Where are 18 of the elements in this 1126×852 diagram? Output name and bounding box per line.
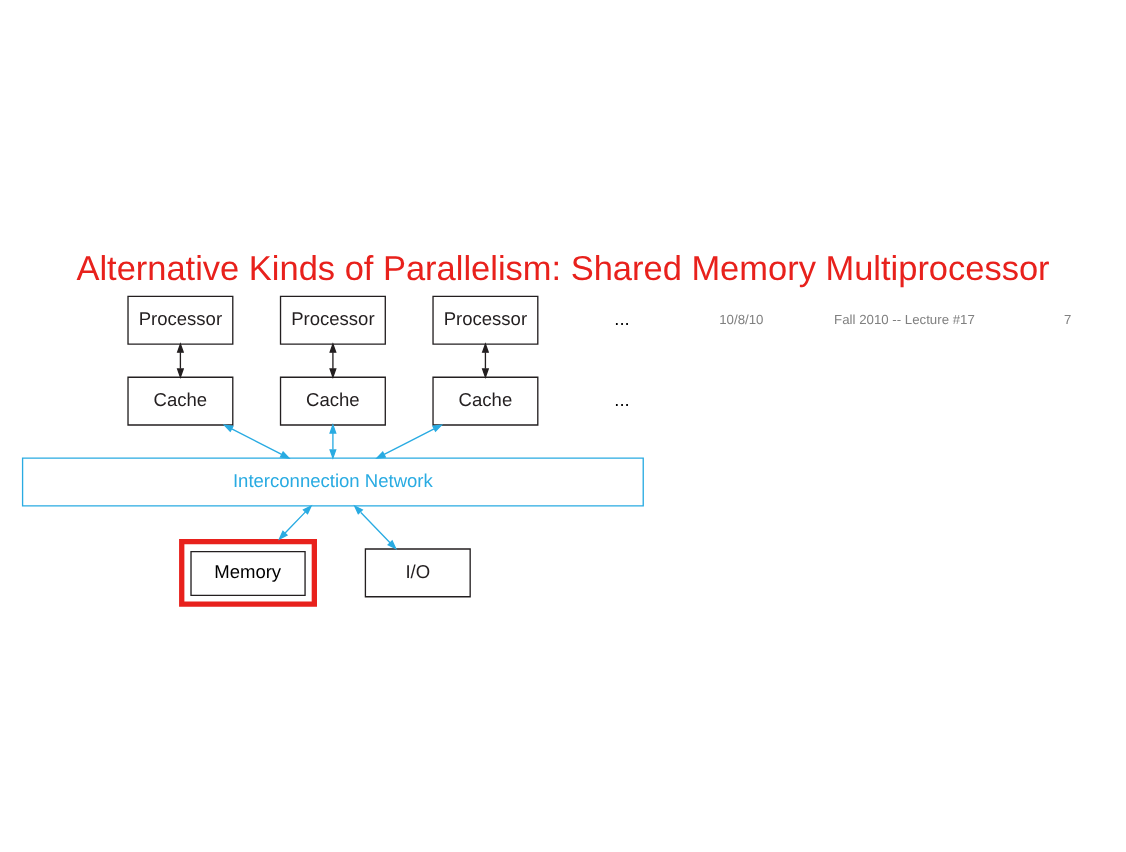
node-box: Memory — [179, 538, 317, 606]
arrow — [222, 423, 291, 459]
diagram-title: Alternative Kinds of Parallelism: Shared Memory Multiprocessor — [76, 247, 1050, 288]
node-text: ... — [614, 389, 630, 410]
node-box: Cache — [279, 375, 386, 425]
arrow — [329, 341, 337, 378]
node-text: ... — [614, 308, 630, 329]
arrow — [329, 422, 337, 459]
node-box: Processor — [279, 294, 386, 344]
node-box: Interconnection Network — [21, 456, 644, 506]
node-box: Cache — [127, 375, 234, 425]
arrow — [353, 503, 398, 550]
node-box: Processor — [127, 294, 234, 344]
arrow — [375, 423, 444, 459]
node-box: I/O — [364, 547, 471, 597]
arrow — [278, 503, 313, 540]
node-box: Cache — [432, 375, 539, 425]
node-box: Processor — [432, 294, 539, 344]
